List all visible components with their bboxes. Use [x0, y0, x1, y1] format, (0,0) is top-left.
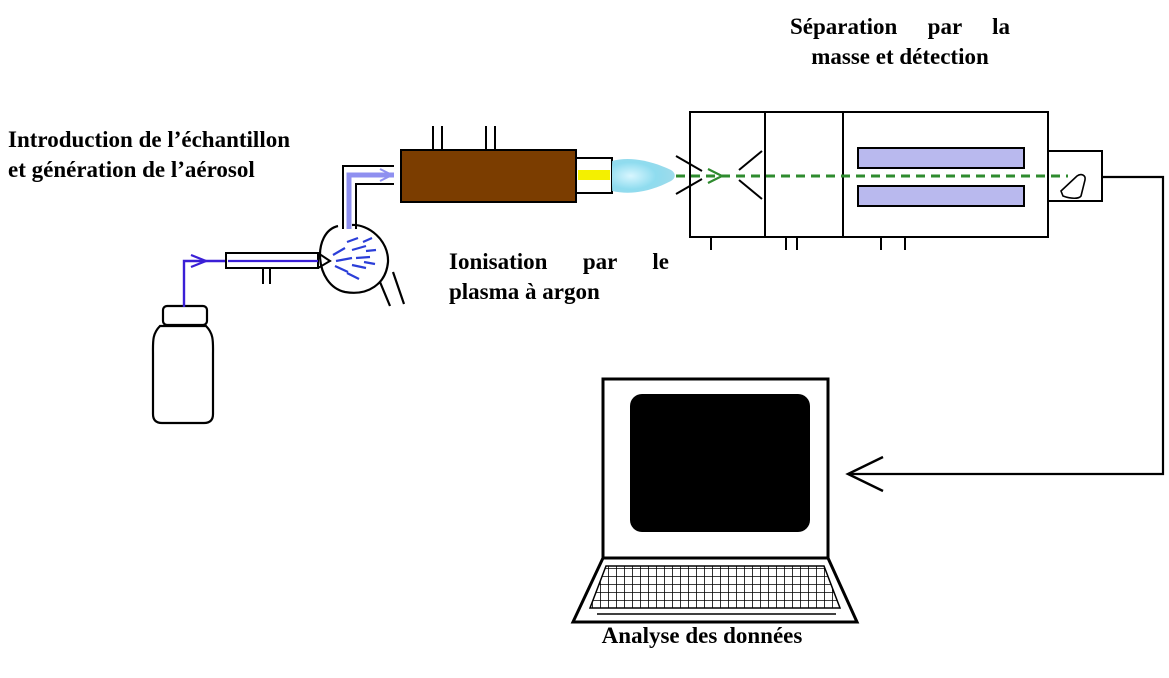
- label-ionisation-line2: plasma à argon: [449, 279, 600, 304]
- laptop-screen: [630, 394, 810, 532]
- label-introduction: Introduction de l’échantillon et générat…: [8, 125, 290, 185]
- plasma-torch-icon: [400, 126, 675, 203]
- ion-beam: [676, 168, 1068, 184]
- sample-uptake-tube: [182, 253, 226, 307]
- laptop-icon: [570, 377, 860, 624]
- label-analysis-text: Analyse des données: [601, 623, 803, 648]
- sample-vial-icon: [151, 304, 215, 425]
- label-separation-line1: Séparation par la: [790, 14, 1010, 39]
- label-introduction-line2: et génération de l’aérosol: [8, 157, 255, 182]
- interface-cones-icon: [675, 150, 763, 200]
- nebulizer-icon: [225, 252, 332, 284]
- label-analysis: Analyse des données: [552, 621, 852, 651]
- laptop-keyboard: [588, 565, 842, 609]
- label-ionisation: Ionisation par le plasma à argon: [449, 247, 669, 307]
- data-arrow-icon: [845, 175, 1165, 493]
- label-introduction-line1: Introduction de l’échantillon: [8, 127, 290, 152]
- aerosol-transfer-tube: [342, 165, 395, 229]
- mass-spectrometer: [675, 111, 1103, 250]
- quadrupole-icon: [857, 147, 1025, 207]
- plasma-flame: [612, 159, 675, 193]
- label-separation-line2: masse et détection: [811, 44, 989, 69]
- spray-chamber-icon: [318, 223, 406, 307]
- aerosol-spray: [332, 236, 377, 280]
- label-separation: Séparation par la masse et détection: [790, 12, 1010, 72]
- label-ionisation-line1: Ionisation par le: [449, 249, 669, 274]
